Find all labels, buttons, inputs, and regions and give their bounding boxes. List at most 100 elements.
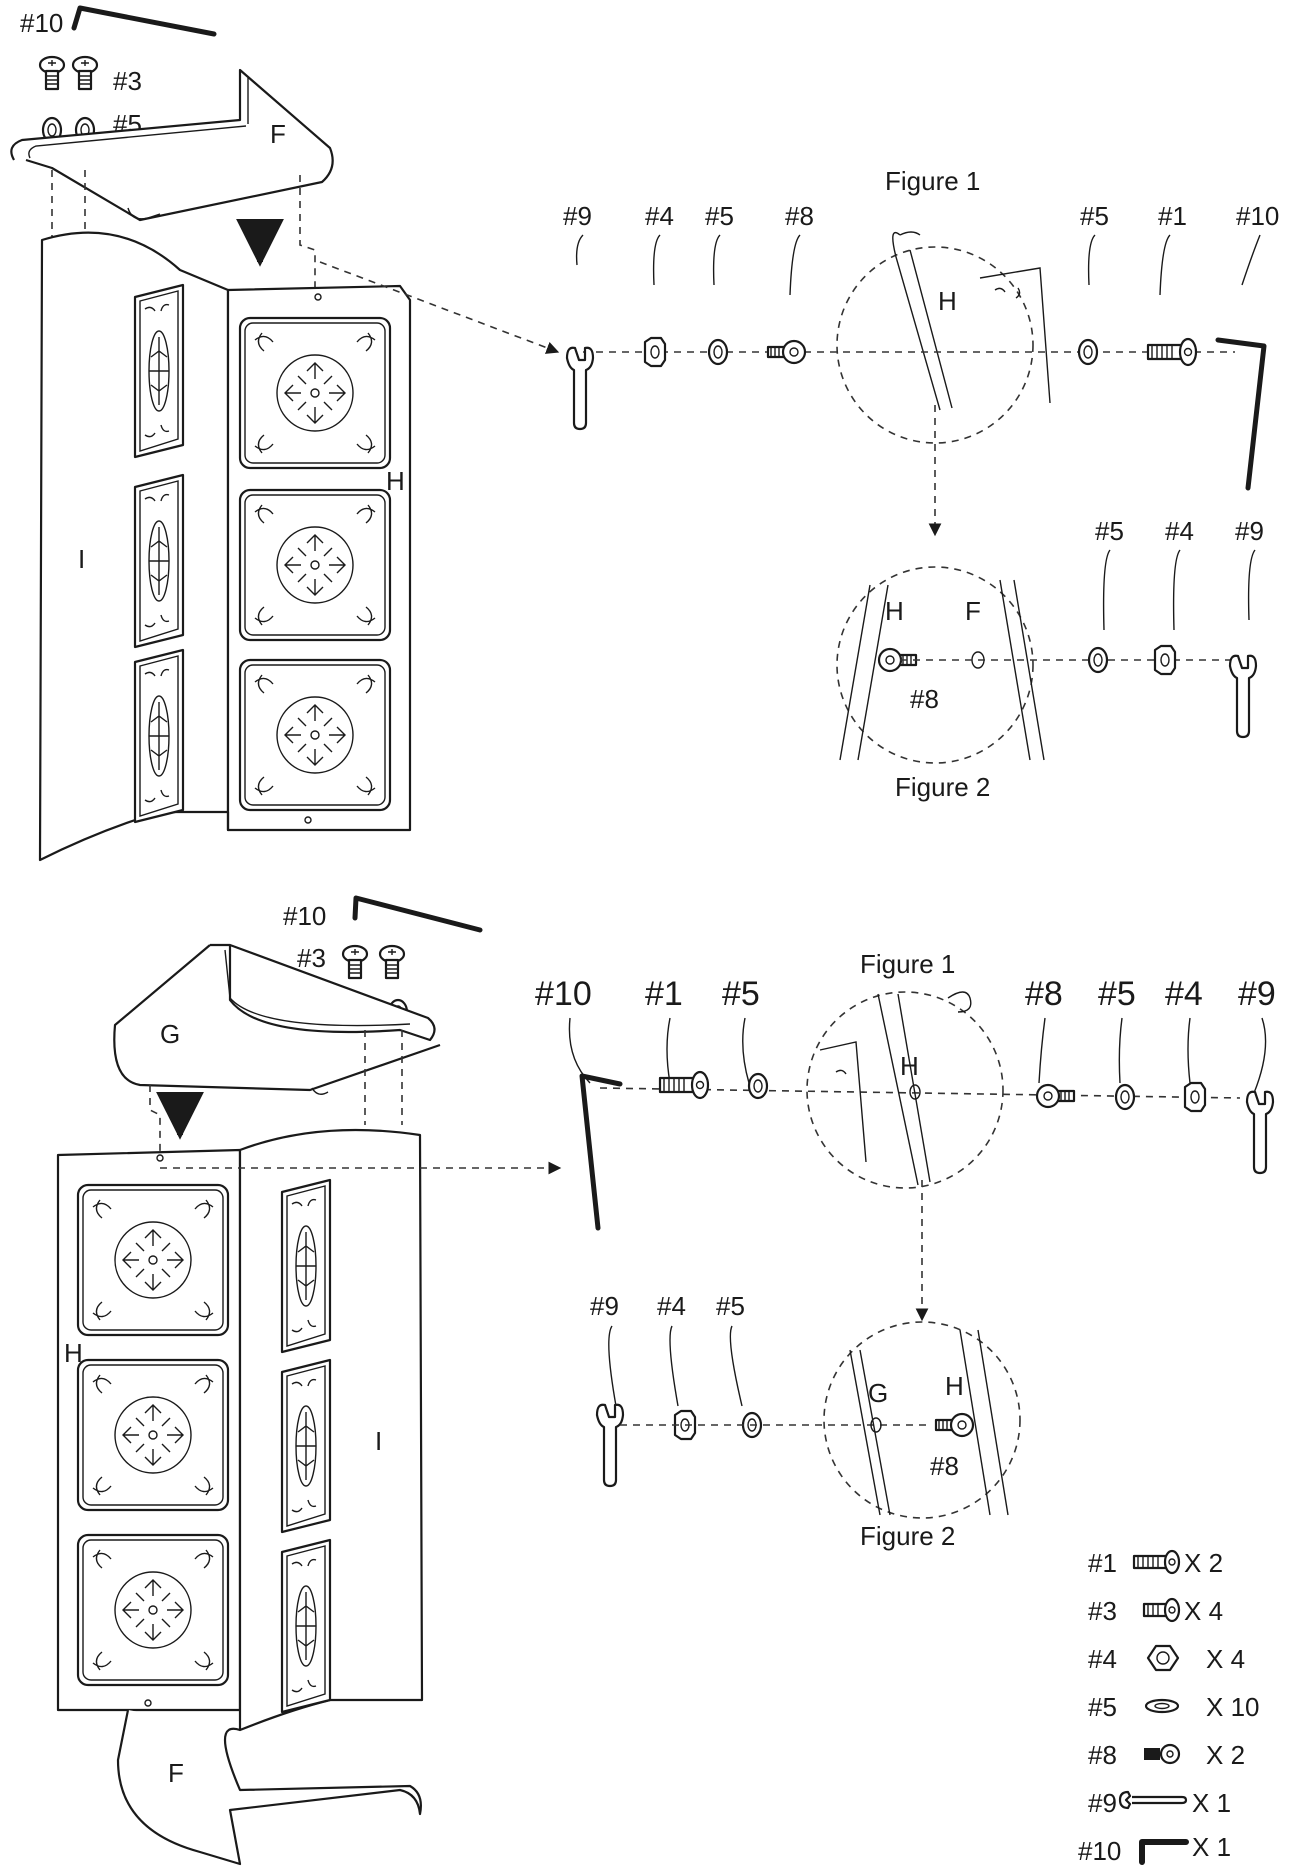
label-9-r4: #9 <box>590 1291 619 1321</box>
parts-list-item: #4 X 4 <box>1088 1644 1245 1674</box>
parts-list-item: #5 X 10 <box>1088 1692 1260 1722</box>
tile-side-2 <box>133 473 185 649</box>
screw-3-b <box>71 55 99 91</box>
label-4-r3: #4 <box>1165 975 1203 1013</box>
part-qty: X 2 <box>1206 1740 1245 1770</box>
label-9-r1: #9 <box>563 201 592 231</box>
label-h-fig1-bot: H <box>900 1051 919 1081</box>
top-assembly: #10 #3 #5 F I H <box>10 5 1279 862</box>
label-5-r3a: #5 <box>722 975 760 1013</box>
parts-list: #1 X 2 #3 X 4 #4 X 4 #5 X 10 #8 X 2 #9 X… <box>1078 1548 1260 1866</box>
part-id: #8 <box>1088 1740 1117 1770</box>
figure2-circle-top <box>836 566 1034 764</box>
label-4-r1: #4 <box>645 201 674 231</box>
hex-nut-icon <box>1146 1644 1180 1672</box>
nut-r3 <box>1183 1081 1207 1113</box>
eye-bolt-r3 <box>1035 1083 1076 1109</box>
bolt-r3 <box>658 1070 710 1100</box>
tile-side-3 <box>133 648 185 824</box>
label-10-bot: #10 <box>283 901 326 931</box>
label-5-r1b: #5 <box>1080 201 1109 231</box>
tile-front-1 <box>238 316 392 470</box>
label-5-r4: #5 <box>716 1291 745 1321</box>
eye-bolt-icon <box>1144 1743 1181 1765</box>
label-i-top: I <box>78 544 85 574</box>
part-qty: X 1 <box>1192 1788 1231 1818</box>
eye-bolt-r1 <box>766 339 807 365</box>
hex-key-r3 <box>579 1073 623 1231</box>
eye-bolt-fig2-bot <box>934 1412 975 1438</box>
washer-r1a <box>707 338 729 366</box>
hex-key-icon <box>1139 1839 1189 1865</box>
part-id: #10 <box>1078 1836 1121 1866</box>
washer-r2 <box>1087 646 1109 674</box>
figure1-circle-top <box>836 246 1034 444</box>
washer-r3a <box>747 1072 769 1100</box>
parts-list-item: #1 X 2 <box>1088 1548 1223 1578</box>
part-qty: X 4 <box>1206 1644 1245 1674</box>
wrench-r3 <box>1245 1090 1275 1175</box>
figure2-caption-bot: Figure 2 <box>860 1521 955 1551</box>
label-3-bot: #3 <box>297 943 326 973</box>
label-9-r3: #9 <box>1238 975 1276 1013</box>
part-qty: X 1 <box>1192 1832 1231 1862</box>
washer-icon <box>1144 1698 1180 1714</box>
parts-list-item: #8 X 2 <box>1088 1740 1245 1770</box>
bracket-f-bot <box>116 1709 422 1866</box>
nut-r1 <box>643 336 667 368</box>
label-4-r4: #4 <box>657 1291 686 1321</box>
figure1-caption-bot: Figure 1 <box>860 949 955 979</box>
label-h-fig2-bot: H <box>945 1371 964 1401</box>
label-3-top: #3 <box>113 66 142 96</box>
label-9-r2: #9 <box>1235 516 1264 546</box>
label-g-fig2-bot: G <box>868 1378 888 1408</box>
part-id: #1 <box>1088 1548 1117 1578</box>
label-8-fig2-bot: #8 <box>930 1451 959 1481</box>
part-qty: X 10 <box>1206 1692 1260 1722</box>
label-f-top: F <box>270 119 286 149</box>
label-10-top: #10 <box>20 8 63 38</box>
part-id: #9 <box>1088 1788 1117 1818</box>
label-h-fig1-top: H <box>938 286 957 316</box>
wrench-r4 <box>595 1403 625 1488</box>
label-f-fig2-top: F <box>965 596 981 626</box>
bracket-f <box>10 68 334 222</box>
label-8-fig2-top: #8 <box>910 684 939 714</box>
part-id: #4 <box>1088 1644 1117 1674</box>
label-h-fig2-top: H <box>885 596 904 626</box>
label-8-r3: #8 <box>1025 975 1063 1013</box>
label-h-bot: H <box>64 1338 83 1368</box>
bolt-r1 <box>1146 337 1198 367</box>
wrench-r2 <box>1228 654 1258 739</box>
screw-3-d <box>378 944 406 980</box>
tile-side-6 <box>280 1538 332 1714</box>
figure2-circle-bot <box>823 1321 1021 1519</box>
figure1-caption-top: Figure 1 <box>885 166 980 196</box>
screw-3-c <box>341 944 369 980</box>
label-5-r1a: #5 <box>705 201 734 231</box>
tile-side-4 <box>280 1178 332 1354</box>
parts-list-item: #9 X 1 <box>1088 1788 1231 1818</box>
eye-bolt-fig2-top <box>877 647 918 673</box>
label-1-r1: #1 <box>1158 201 1187 231</box>
label-10-r3: #10 <box>535 975 592 1013</box>
part-qty: X 4 <box>1184 1596 1223 1626</box>
label-5-r3b: #5 <box>1098 975 1136 1013</box>
part-id: #5 <box>1088 1692 1117 1722</box>
nut-r2 <box>1153 644 1177 676</box>
bottom-assembly: #10 #3 #5 G H I F #10 <box>56 895 1276 1866</box>
label-5-r2: #5 <box>1095 516 1124 546</box>
bolt-icon <box>1132 1549 1181 1575</box>
tile-front-6 <box>76 1533 230 1687</box>
hex-key-bot <box>352 895 483 933</box>
tile-front-2 <box>238 488 392 642</box>
figure1-circle-bot <box>806 991 1004 1189</box>
tile-side-1 <box>133 283 185 459</box>
label-f-bot: F <box>168 1758 184 1788</box>
label-10-r1: #10 <box>1236 201 1279 231</box>
label-4-r2: #4 <box>1165 516 1194 546</box>
part-id: #3 <box>1088 1596 1117 1626</box>
tile-front-5 <box>76 1358 230 1512</box>
part-qty: X 2 <box>1184 1548 1223 1578</box>
